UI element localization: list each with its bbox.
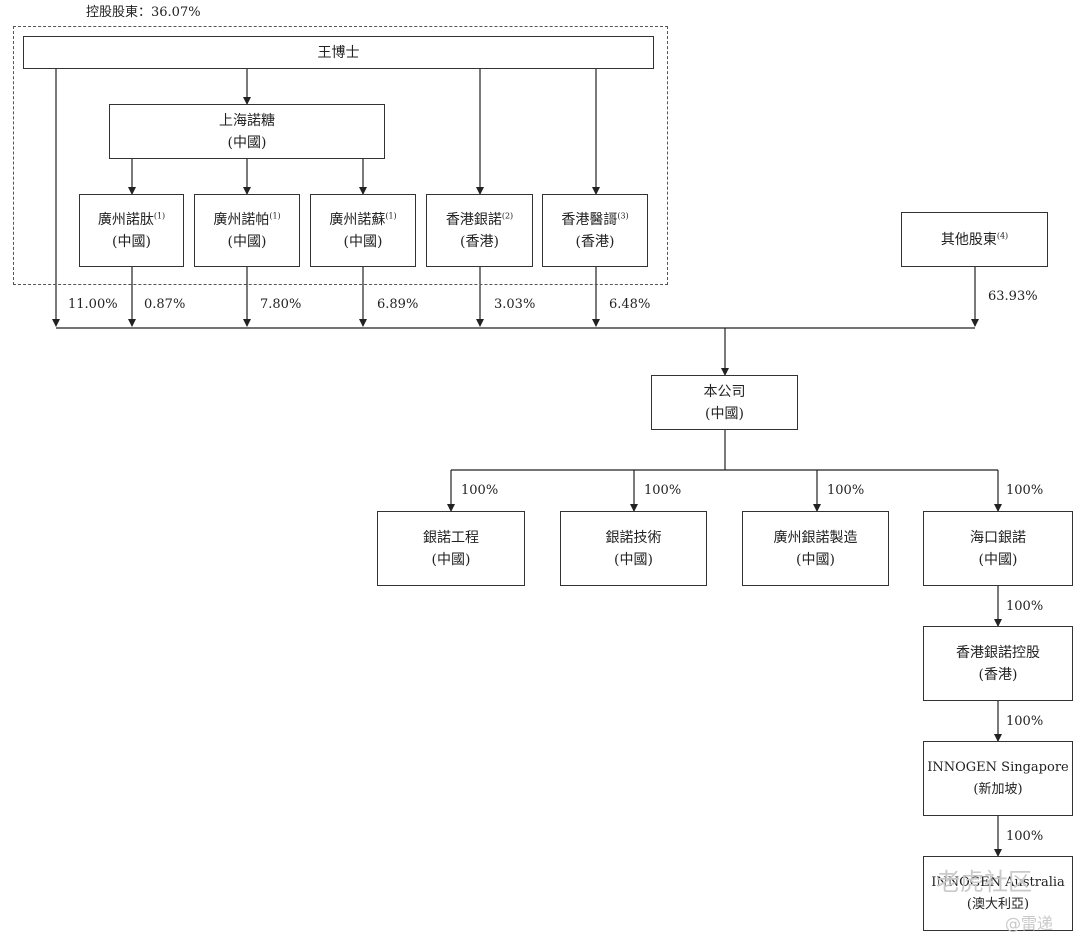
controlling-shareholder-group [13,26,668,285]
watermark-left: 老虎社区 [936,868,1032,896]
node-gz-pa-sub: (中國) [227,233,267,250]
node-others: 其他股東(4) [901,212,1048,267]
node-mfg-sub: (中國) [796,551,835,568]
controlling-shareholder-label: 控股股東：36.07% [86,5,201,20]
node-others-note: (4) [996,230,1009,240]
node-company-name: 本公司 [703,383,746,400]
node-hk-yixuan-sub: (香港) [575,233,615,250]
node-company: 本公司 (中國) [651,375,798,430]
node-shanghai-sub: (中國) [227,134,267,151]
node-tech: 銀諾技術 (中國) [560,511,707,586]
node-hk-yixuan: 香港醫謌(3) (香港) [542,194,648,267]
node-hk-yinnuo-sub: (香港) [460,233,499,250]
pct-gz-su: 6.89% [377,297,419,312]
node-wang-name: 王博士 [317,44,360,61]
node-au: INNOGEN Australia (澳大利亞) [923,856,1073,931]
pct-gz-tai: 0.87% [144,297,186,312]
node-mfg-name: 廣州銀諾製造 [773,529,858,546]
node-others-name: 其他股東 [940,231,997,248]
pct-au: 100% [1006,829,1044,844]
node-hk-yinnuo-name: 香港銀諾 [445,211,502,228]
pct-hk-yixuan: 6.48% [609,297,651,312]
node-hk-yinnuo: 香港銀諾(2) (香港) [426,194,533,267]
node-mfg: 廣州銀諾製造 (中國) [742,511,889,586]
node-shanghai: 上海諾糖 (中國) [109,104,385,159]
node-tech-name: 銀諾技術 [605,529,662,546]
pct-tech: 100% [644,483,682,498]
node-eng-name: 銀諾工程 [423,529,479,546]
pct-wang: 11.00% [68,297,118,312]
node-gz-pa: 廣州諾帕(1) (中國) [194,194,300,267]
pct-sg: 100% [1006,714,1044,729]
node-company-sub: (中國) [705,405,744,422]
node-hk-yixuan-note: (3) [617,210,629,220]
pct-hk-yinnuo: 3.03% [494,297,536,312]
node-gz-tai-name: 廣州諾肽 [97,211,154,228]
node-gz-pa-name: 廣州諾帕 [213,211,270,228]
pct-mfg: 100% [827,483,865,498]
node-gz-tai: 廣州諾肽(1) (中國) [79,194,184,267]
node-gz-su-sub: (中國) [343,233,383,250]
node-gz-su-note: (1) [385,210,397,220]
node-haikou-name: 海口銀諾 [970,529,1026,546]
node-sg-name: INNOGEN Singapore [927,759,1069,775]
node-eng: 銀諾工程 (中國) [377,511,525,586]
node-gz-pa-note: (1) [269,210,281,220]
node-hk-hold: 香港銀諾控股 (香港) [923,626,1073,701]
node-hk-hold-sub: (香港) [978,666,1018,683]
node-gz-su: 廣州諾蘇(1) (中國) [310,194,416,267]
node-hk-yixuan-name: 香港醫謌 [561,211,618,228]
pct-eng: 100% [461,483,499,498]
node-au-name: INNOGEN Australia [931,874,1065,890]
node-gz-su-name: 廣州諾蘇 [329,211,386,228]
node-haikou-sub: (中國) [978,551,1018,568]
node-eng-sub: (中國) [431,551,471,568]
node-tech-sub: (中國) [614,551,653,568]
node-wang: 王博士 [23,36,654,69]
pct-others: 63.93% [988,289,1038,304]
pct-hk-hold: 100% [1006,599,1044,614]
node-sg-sub: (新加坡) [973,781,1023,797]
node-hk-yinnuo-note: (2) [501,210,514,220]
pct-gz-pa: 7.80% [260,297,302,312]
node-sg: INNOGEN Singapore (新加坡) [923,741,1073,816]
node-hk-hold-name: 香港銀諾控股 [956,644,1040,661]
watermark-right: @雷递 [1005,914,1054,933]
node-au-sub: (澳大利亞) [966,896,1030,912]
node-shanghai-name: 上海諾糖 [219,112,275,129]
pct-haikou: 100% [1006,483,1044,498]
node-gz-tai-sub: (中國) [112,233,151,250]
node-gz-tai-note: (1) [153,210,166,220]
node-haikou: 海口銀諾 (中國) [923,511,1073,586]
